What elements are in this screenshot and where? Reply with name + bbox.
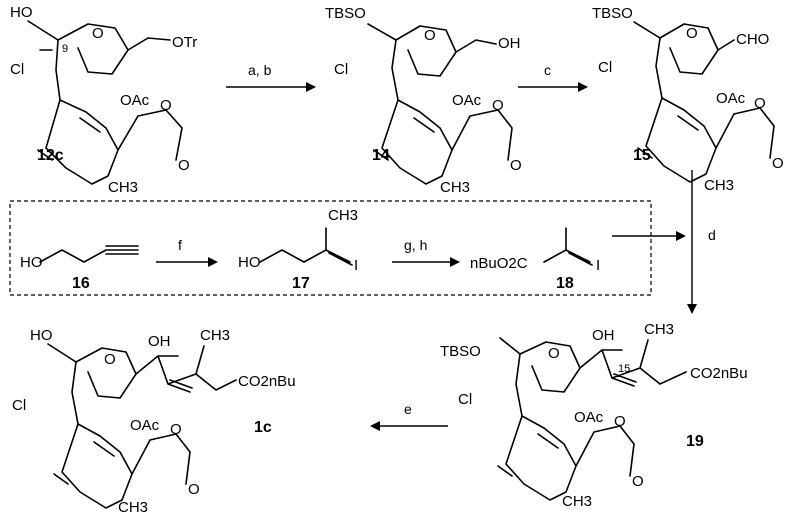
c9-locant: 9 — [62, 43, 68, 55]
ester-label: CO2nBu — [690, 365, 748, 382]
compound-18: nBuO2C I 18 — [470, 227, 600, 292]
carbonyl-oxygen: O — [188, 481, 200, 498]
iodo-label: I — [354, 257, 358, 274]
tbs-ether-label: TBSO — [440, 343, 481, 360]
methyl-label-lower: CH3 — [562, 493, 592, 510]
carbonyl-oxygen: O — [772, 155, 784, 172]
hydroxy-label: OH — [592, 327, 615, 344]
chloro-label: Cl — [12, 397, 26, 414]
hydroxy-label: HO — [10, 4, 33, 21]
compound-label: 16 — [72, 275, 90, 292]
ring-oxygen: O — [686, 25, 698, 42]
ester-oxygen: O — [160, 97, 172, 114]
methyl-label: CH3 — [704, 177, 734, 194]
aldehyde-label: CHO — [736, 31, 769, 48]
chloro-label: Cl — [598, 59, 612, 76]
ester-oxygen: O — [492, 97, 504, 114]
hydroxy-label: HO — [20, 254, 43, 271]
methyl-label: CH3 — [440, 179, 470, 196]
trityl-ether-label: OTr — [172, 34, 197, 51]
acetate-label: OAc — [452, 92, 482, 109]
arrow-f: f — [156, 237, 218, 267]
compound-label: 18 — [556, 275, 574, 292]
reagent-label-ab: a, b — [248, 62, 272, 78]
acetate-label: OAc — [120, 92, 150, 109]
acetate-label: OAc — [716, 90, 746, 107]
methyl-label: CH3 — [108, 179, 138, 196]
compound-label: 12c — [37, 147, 64, 164]
ring-oxygen: O — [548, 345, 560, 362]
reagent-label-d: d — [708, 227, 716, 243]
c15-locant: 15 — [618, 363, 630, 375]
chloro-label: Cl — [458, 391, 472, 408]
carbonyl-oxygen: O — [178, 157, 190, 174]
methyl-label-lower: CH3 — [118, 499, 148, 513]
ester-oxygen: O — [754, 95, 766, 112]
acetate-label: OAc — [574, 409, 604, 426]
arrow-18-to-d — [612, 231, 686, 241]
arrow-d: d — [687, 170, 716, 314]
compound-14: TBSO Cl O OH OAc O O CH3 14 — [325, 5, 522, 196]
compound-1c: HO OH CH3 CO2nBu Cl O OAc O O CH3 1c — [12, 327, 296, 513]
arrow-ab: a, b — [226, 62, 316, 92]
hydroxy-label-2: OH — [148, 333, 171, 350]
compound-label: 17 — [292, 275, 310, 292]
compound-12c: HO 9 Cl O OTr OAc O O CH3 12c — [10, 4, 197, 196]
side-chain-box — [9, 200, 652, 296]
reagent-label-gh: g, h — [404, 237, 427, 253]
ester-label: CO2nBu — [238, 373, 296, 390]
methyl-label: CH3 — [200, 327, 230, 344]
ester-oxygen: O — [614, 413, 626, 430]
chloro-label: Cl — [334, 61, 348, 78]
compound-15: TBSO Cl O CHO OAc O O CH3 15 — [592, 5, 784, 194]
tbs-ether-label: TBSO — [325, 5, 366, 22]
hydroxy-label: HO — [30, 327, 53, 344]
methyl-label: CH3 — [328, 207, 358, 224]
compound-19: TBSO OH 15 CH3 CO2nBu Cl O OAc O O CH3 1… — [440, 321, 748, 510]
carbonyl-oxygen: O — [510, 157, 522, 174]
ester-label: nBuO2C — [470, 255, 528, 272]
compound-17: HO CH3 I 17 — [238, 207, 358, 292]
arrow-gh: g, h — [392, 237, 460, 267]
reagent-label-c: c — [544, 62, 551, 78]
arrow-c: c — [518, 62, 588, 92]
ring-oxygen: O — [104, 351, 116, 368]
compound-16: HO 16 — [20, 245, 139, 292]
tbs-ether-label: TBSO — [592, 5, 633, 22]
reagent-label-e: e — [404, 401, 412, 417]
methyl-label: CH3 — [644, 321, 674, 338]
hydroxy-label: OH — [498, 35, 521, 52]
carbonyl-oxygen: O — [632, 473, 644, 490]
acetate-label: OAc — [130, 417, 160, 434]
compound-label: 14 — [372, 147, 390, 164]
hydroxy-label: HO — [238, 254, 261, 271]
compound-label: 1c — [254, 419, 272, 436]
chloro-label: Cl — [10, 61, 24, 78]
ester-oxygen: O — [170, 421, 182, 438]
arrow-e: e — [370, 401, 448, 431]
reagent-label-f: f — [178, 237, 182, 253]
compound-label: 19 — [686, 433, 704, 450]
ring-oxygen: O — [92, 25, 104, 42]
ring-oxygen: O — [424, 27, 436, 44]
iodo-label: I — [596, 257, 600, 274]
compound-label: 15 — [633, 147, 651, 164]
